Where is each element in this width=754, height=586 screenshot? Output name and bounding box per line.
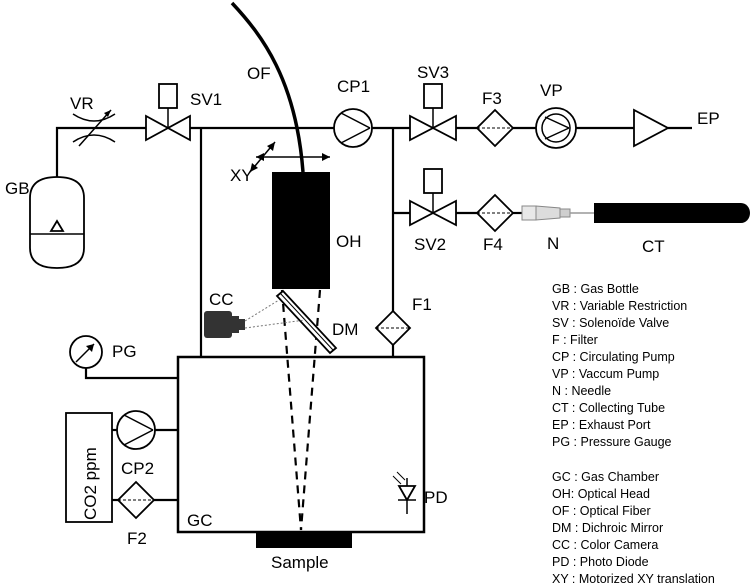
- legend-entry: GC : Gas Chamber: [552, 470, 659, 484]
- legend-entry: GB : Gas Bottle: [552, 282, 639, 296]
- label-sample: Sample: [271, 553, 329, 572]
- filter-f4: [475, 193, 515, 233]
- label-cp2: CP2: [121, 459, 154, 478]
- gas-chamber: [176, 355, 426, 534]
- label-f4: F4: [483, 235, 503, 254]
- label-ct: CT: [642, 237, 665, 256]
- label-sv1: SV1: [190, 90, 222, 109]
- legend-entry: CP : Circulating Pump: [552, 350, 675, 364]
- collecting-tube: [594, 203, 750, 223]
- filter-f1: [374, 309, 412, 347]
- component-labels: OF CP1 SV3 VR SV1 F3 VP EP GB XY OH SV2 …: [5, 63, 720, 572]
- needle: [521, 205, 598, 221]
- pipe-network: [55, 126, 692, 502]
- filter-f2: [116, 480, 156, 520]
- exhaust-port: [633, 108, 670, 148]
- legend-entry: PD : Photo Diode: [552, 555, 649, 569]
- legend-entry: XY : Motorized XY translation: [552, 572, 715, 586]
- legend-entry: OH: Optical Head: [552, 487, 650, 501]
- gas-bottle: [29, 176, 85, 269]
- co2-sensor-box: [65, 412, 113, 523]
- label-f2: F2: [127, 529, 147, 548]
- label-ep: EP: [697, 109, 720, 128]
- legend-entry: F : Filter: [552, 333, 598, 347]
- pressure-gauge: [69, 335, 103, 369]
- legend-entry: VP : Vaccum Pump: [552, 367, 659, 381]
- legend-entry: CT : Collecting Tube: [552, 401, 665, 415]
- label-dm: DM: [332, 320, 358, 339]
- label-xy: XY: [230, 166, 253, 185]
- circulating-pump-cp1: [333, 108, 373, 148]
- legend-entry: OF : Optical Fiber: [552, 504, 651, 518]
- color-camera: [204, 299, 306, 338]
- legend-entry: N : Needle: [552, 384, 611, 398]
- label-sv3: SV3: [417, 63, 449, 82]
- label-gc: GC: [187, 511, 213, 530]
- solenoid-valve-sv1: [145, 83, 191, 142]
- light-beam: [280, 289, 322, 531]
- dichroic-mirror: [275, 289, 338, 355]
- legend-entry: SV : Solenoïde Valve: [552, 316, 669, 330]
- label-co2: CO2 ppm: [81, 447, 100, 520]
- label-vp: VP: [540, 81, 563, 100]
- label-cp1: CP1: [337, 77, 370, 96]
- legend-entry: EP : Exhaust Port: [552, 418, 651, 432]
- legend-entry: DM : Dichroic Mirror: [552, 521, 663, 535]
- legend-entry: VR : Variable Restriction: [552, 299, 687, 313]
- variable-restriction: [72, 109, 116, 147]
- label-of: OF: [247, 64, 271, 83]
- solenoid-valve-sv2: [409, 168, 457, 227]
- xy-translation-arrows: [249, 141, 330, 173]
- label-f3: F3: [482, 89, 502, 108]
- optical-fiber: [230, 1, 305, 173]
- label-n: N: [547, 234, 559, 253]
- sample-block: [256, 531, 352, 548]
- solenoid-valve-sv3: [409, 83, 457, 142]
- label-cc: CC: [209, 290, 234, 309]
- legend: GB : Gas Bottle VR : Variable Restrictio…: [552, 282, 715, 586]
- label-f1: F1: [412, 295, 432, 314]
- label-vr: VR: [70, 94, 94, 113]
- optical-head: [272, 172, 330, 289]
- filter-f3: [475, 108, 515, 148]
- vacuum-pump: [535, 107, 577, 149]
- photo-diode: [392, 471, 417, 514]
- label-sv2: SV2: [414, 235, 446, 254]
- circulating-pump-cp2: [116, 410, 156, 450]
- legend-entry: PG : Pressure Gauge: [552, 435, 672, 449]
- label-pd: PD: [424, 488, 448, 507]
- legend-entry: CC : Color Camera: [552, 538, 658, 552]
- label-gb: GB: [5, 179, 30, 198]
- label-oh: OH: [336, 232, 362, 251]
- label-pg: PG: [112, 342, 137, 361]
